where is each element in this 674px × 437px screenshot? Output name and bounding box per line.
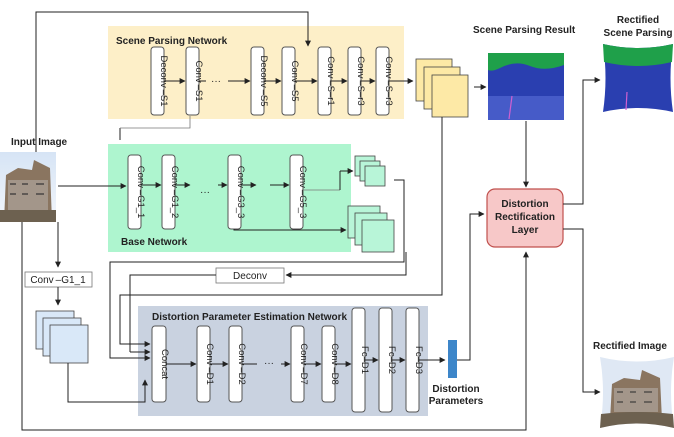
rectified-image bbox=[600, 357, 674, 428]
svg-text:Deconv –S5: Deconv –S5 bbox=[258, 55, 269, 106]
distortion-parameters-line1: Distortion bbox=[432, 384, 479, 395]
svg-text:Conv –S1: Conv –S1 bbox=[193, 61, 204, 102]
svg-text:Conv –S–r1: Conv –S–r1 bbox=[325, 56, 336, 105]
svg-text:Conv –S–r3: Conv –S–r3 bbox=[383, 56, 394, 105]
svg-text:Deconv –S1: Deconv –S1 bbox=[158, 55, 169, 106]
scene-ellipsis: ··· bbox=[211, 76, 221, 87]
side-conv-g1-1-box: Conv –G1_1 bbox=[24, 271, 93, 288]
dpe-layer-conv-d7: Conv –D7 bbox=[290, 325, 309, 403]
dpe-ellipsis: ··· bbox=[264, 358, 274, 369]
svg-text:Layer: Layer bbox=[512, 225, 539, 236]
scene-layer-6: Conv –S–r3 bbox=[347, 46, 366, 116]
input-image-title: Input Image bbox=[11, 137, 68, 148]
dpe-layer-conv-d2: Conv –D2 bbox=[228, 325, 247, 403]
distortion-rectification-layer: Distortion Rectification Layer bbox=[486, 188, 564, 248]
svg-text:Deconv: Deconv bbox=[233, 271, 267, 282]
svg-text:Conv –G3_3: Conv –G3_3 bbox=[235, 166, 246, 219]
input-image bbox=[0, 152, 56, 222]
svg-text:Conv –G5_3: Conv –G5_3 bbox=[297, 166, 308, 219]
svg-text:Fc–D3: Fc–D3 bbox=[413, 346, 424, 374]
rectified-scene-parsing-image bbox=[603, 44, 673, 112]
base-layer-3: Conv –G3_3 bbox=[227, 154, 246, 230]
dpe-input-feature-maps bbox=[35, 310, 89, 364]
base-feature-maps-small bbox=[354, 155, 386, 187]
side-deconv-box: Deconv bbox=[215, 267, 285, 284]
scene-parsing-result-image bbox=[488, 53, 564, 120]
base-layer-2: Conv –G1_2 bbox=[161, 154, 180, 230]
base-feature-maps-large bbox=[347, 205, 395, 253]
svg-text:Conv –G1_1: Conv –G1_1 bbox=[30, 275, 86, 286]
svg-text:Fc–D1: Fc–D1 bbox=[359, 346, 370, 374]
base-layer-1: Conv –G1_1 bbox=[127, 154, 146, 230]
svg-text:Fc–D2: Fc–D2 bbox=[386, 346, 397, 374]
svg-text:Concat: Concat bbox=[159, 349, 170, 379]
base-network-title: Base Network bbox=[121, 237, 188, 248]
rectified-image-title: Rectified Image bbox=[593, 341, 667, 352]
rectified-scene-title-line2: Scene Parsing bbox=[604, 28, 673, 39]
svg-text:Conv –D2: Conv –D2 bbox=[236, 343, 247, 385]
base-layer-4: Conv –G5_3 bbox=[289, 154, 308, 230]
base-ellipsis: ··· bbox=[200, 187, 210, 198]
svg-text:Conv –G1_2: Conv –G1_2 bbox=[169, 166, 180, 219]
scene-feature-maps bbox=[415, 58, 469, 118]
distortion-parameters-line2: Parameters bbox=[429, 396, 484, 407]
svg-text:Conv –D8: Conv –D8 bbox=[329, 343, 340, 385]
svg-text:Conv –S5: Conv –S5 bbox=[289, 61, 300, 102]
svg-text:Conv –S–r3: Conv –S–r3 bbox=[355, 56, 366, 105]
svg-text:Rectification: Rectification bbox=[495, 212, 555, 223]
scene-parsing-title: Scene Parsing Network bbox=[116, 36, 228, 47]
svg-text:Conv –D1: Conv –D1 bbox=[204, 343, 215, 385]
rectified-scene-title-line1: Rectified bbox=[617, 15, 659, 26]
svg-text:Conv –D7: Conv –D7 bbox=[298, 343, 309, 385]
svg-text:Distortion: Distortion bbox=[501, 199, 548, 210]
svg-text:Conv –G1_1: Conv –G1_1 bbox=[135, 166, 146, 219]
distortion-parameters-bar bbox=[448, 340, 457, 378]
scene-parsing-result-title: Scene Parsing Result bbox=[473, 25, 576, 36]
dpe-network-title: Distortion Parameter Estimation Network bbox=[152, 312, 347, 323]
